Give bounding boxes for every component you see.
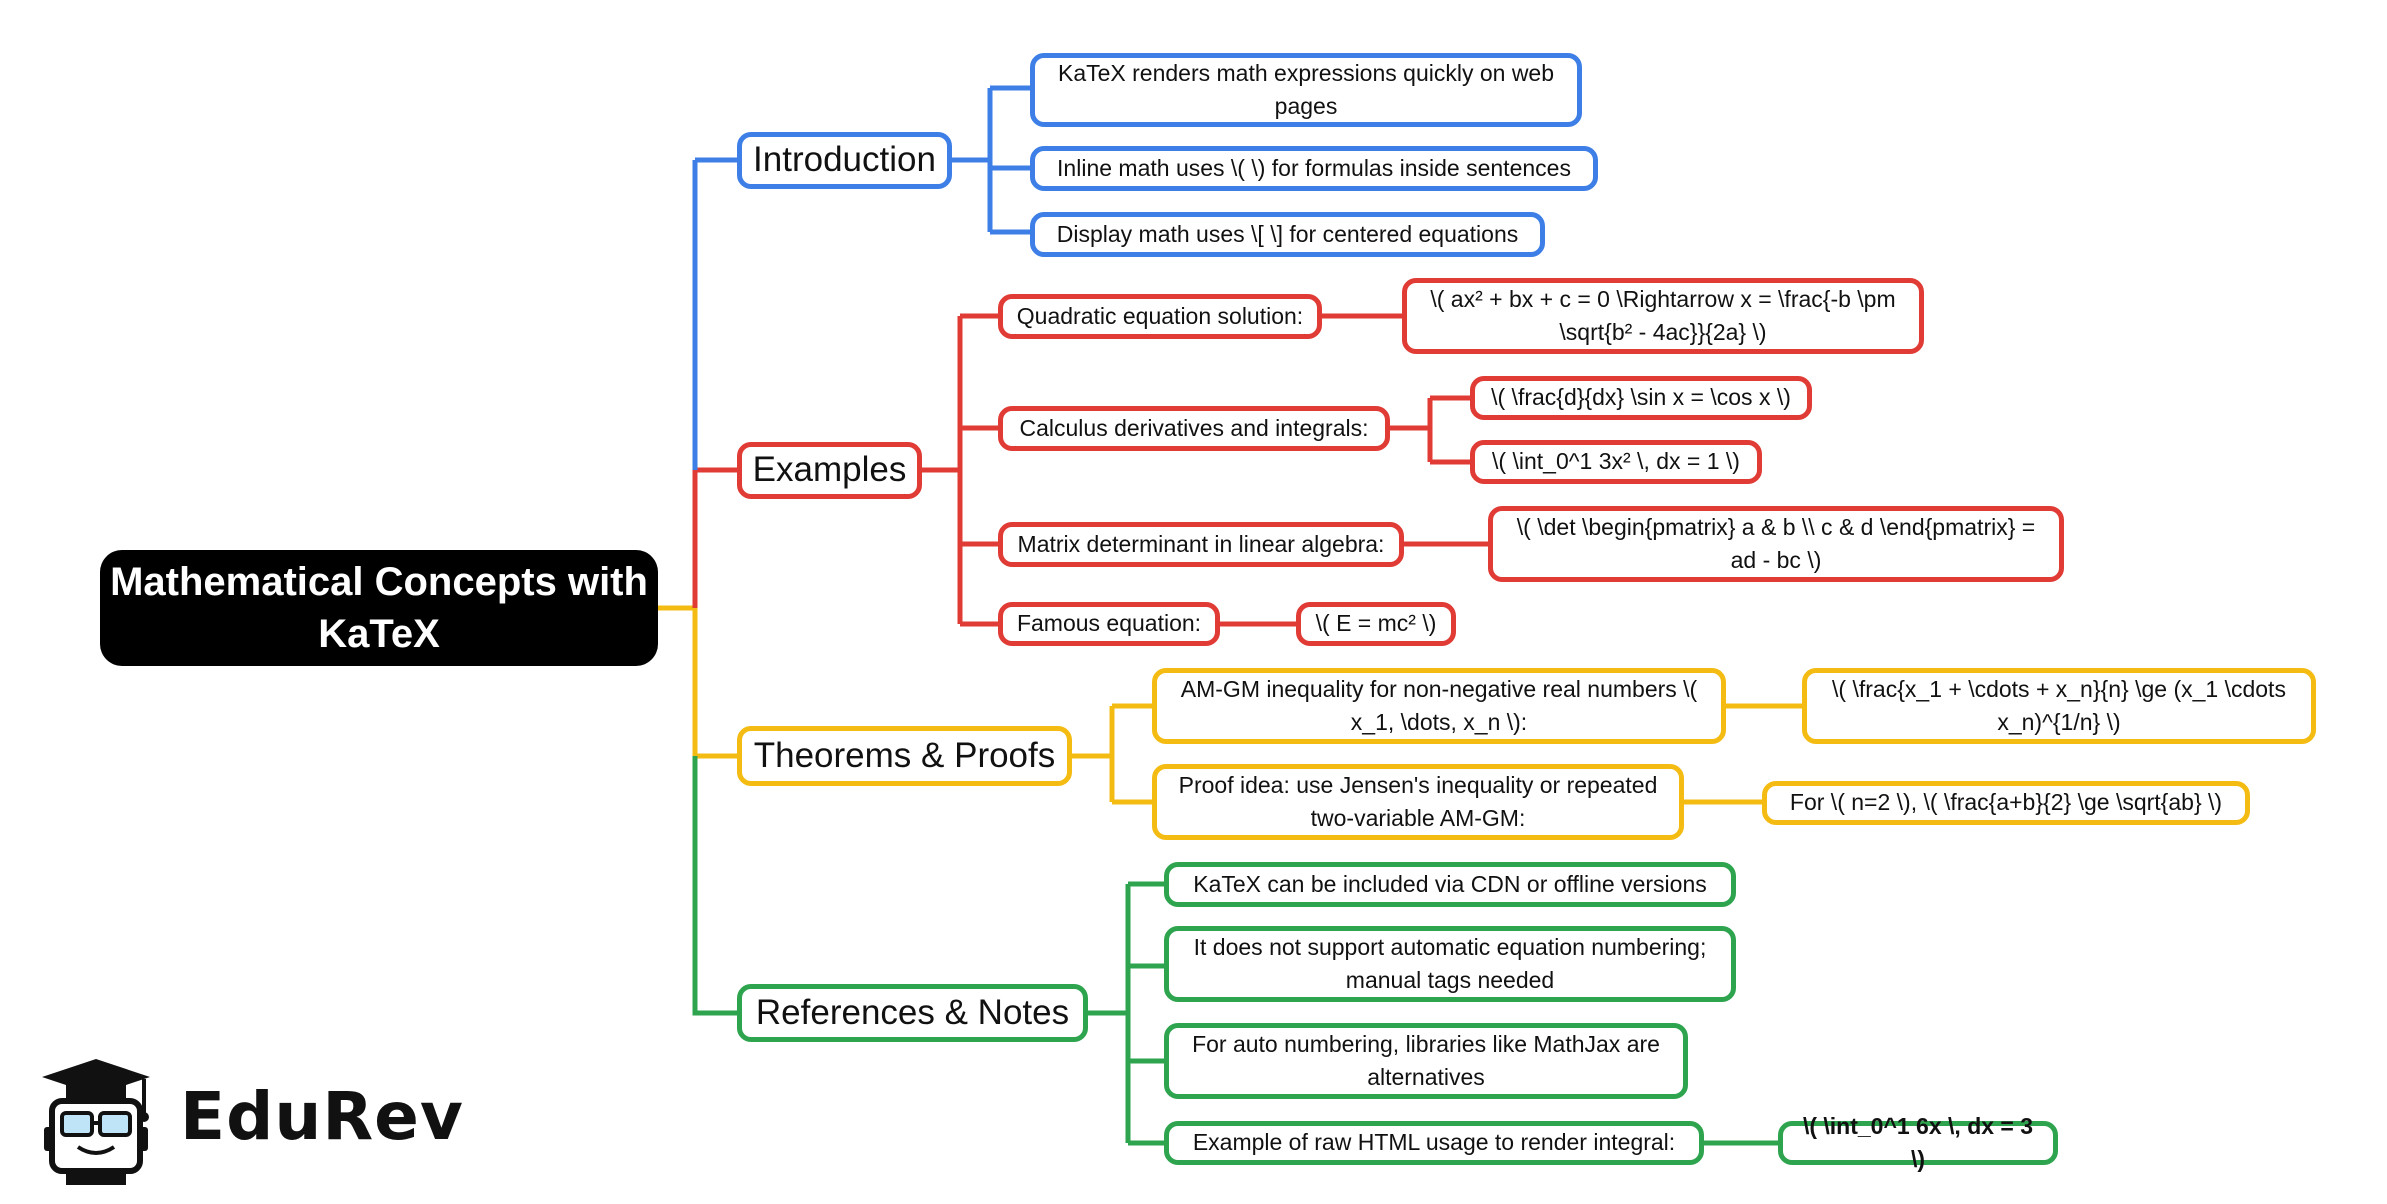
famous-formula-text: \( E = mc² \)	[1315, 610, 1437, 637]
root-node: Mathematical Concepts with KaTeX	[100, 550, 658, 666]
integral-formula: \( \int_0^1 3x² \, dx = 1 \)	[1470, 440, 1762, 484]
references-links	[1088, 881, 1164, 1146]
proof-formula-text: For \( n=2 \), \( \frac{a+b}{2} \ge \sqr…	[1789, 789, 2223, 816]
famous-formula: \( E = mc² \)	[1296, 602, 1456, 646]
branch-references: References & Notes	[737, 984, 1088, 1042]
example-matrix-text: Matrix determinant in linear algebra:	[1017, 530, 1385, 557]
branch-theorems-label: Theorems & Proofs	[753, 735, 1056, 775]
introduction-item-2-text: Inline math uses \( \) for formulas insi…	[1057, 154, 1571, 181]
branch-theorems: Theorems & Proofs	[737, 726, 1072, 786]
reference-item-1: KaTeX can be included via CDN or offline…	[1164, 862, 1736, 907]
branch-references-label: References & Notes	[755, 992, 1070, 1032]
theorem-proof-text: Proof idea: use Jensen's inequality or r…	[1178, 771, 1658, 831]
example-quadratic-text: Quadratic equation solution:	[1016, 302, 1304, 329]
proof-formula: For \( n=2 \), \( \frac{a+b}{2} \ge \sqr…	[1762, 781, 2250, 825]
integral-formula-text: \( \int_0^1 3x² \, dx = 1 \)	[1492, 448, 1740, 475]
reference-example-formula: \( \int_0^1 6x \, dx = 3 \)	[1778, 1113, 2058, 1172]
example-calculus-text: Calculus derivatives and integrals:	[1019, 414, 1369, 441]
branch-introduction-label: Introduction	[753, 140, 936, 180]
introduction-item-3-text: Display math uses \[ \] for centered equ…	[1056, 220, 1519, 247]
introduction-item-2: Inline math uses \( \) for formulas insi…	[1030, 146, 1598, 191]
reference-item-3: For auto numbering, libraries like MathJ…	[1164, 1023, 1688, 1099]
trunk-examples	[692, 160, 737, 608]
amgm-formula: \( \frac{x_1 + \cdots + x_n}{n} \ge (x_1…	[1802, 668, 2316, 744]
reference-item-1-text: KaTeX can be included via CDN or offline…	[1193, 870, 1707, 897]
branch-examples: Examples	[737, 442, 922, 499]
trunk-theorems	[692, 608, 737, 759]
reference-example: Example of raw HTML usage to render inte…	[1164, 1121, 1704, 1165]
quadratic-formula: \( ax² + bx + c = 0 \Rightarrow x = \fra…	[1402, 278, 1924, 354]
matrix-formula-text: \( \det \begin{pmatrix} a & b \\ c & d \…	[1516, 513, 2036, 573]
edurev-brand-name: EduRev	[180, 1078, 464, 1155]
reference-example-formula-text: \( \int_0^1 6x \, dx = 3 \)	[1802, 1112, 2034, 1172]
introduction-item-3: Display math uses \[ \] for centered equ…	[1030, 212, 1545, 257]
example-matrix: Matrix determinant in linear algebra:	[998, 522, 1404, 567]
calculus-links	[1390, 395, 1470, 465]
example-famous: Famous equation:	[998, 602, 1220, 646]
quadratic-formula-text: \( ax² + bx + c = 0 \Rightarrow x = \fra…	[1430, 285, 1896, 345]
introduction-item-1: KaTeX renders math expressions quickly o…	[1030, 53, 1582, 127]
derivative-formula-text: \( \frac{d}{dx} \sin x = \cos x \)	[1491, 384, 1791, 411]
introduction-item-1-text: KaTeX renders math expressions quickly o…	[1057, 59, 1555, 119]
example-famous-text: Famous equation:	[1016, 610, 1202, 637]
branch-examples-label: Examples	[752, 450, 907, 490]
trunk-references	[692, 756, 737, 1016]
root-title: Mathematical Concepts with KaTeX	[110, 560, 648, 656]
theorem-proof: Proof idea: use Jensen's inequality or r…	[1152, 764, 1684, 840]
introduction-links	[952, 85, 1030, 235]
branch-introduction: Introduction	[737, 132, 952, 189]
theorems-links	[1072, 703, 1152, 805]
derivative-formula: \( \frac{d}{dx} \sin x = \cos x \)	[1470, 376, 1812, 420]
theorem-amgm-text: AM-GM inequality for non-negative real n…	[1180, 675, 1698, 735]
example-calculus: Calculus derivatives and integrals:	[998, 406, 1390, 451]
reference-item-2: It does not support automatic equation n…	[1164, 926, 1736, 1002]
matrix-formula: \( \det \begin{pmatrix} a & b \\ c & d \…	[1488, 506, 2064, 582]
amgm-formula-text: \( \frac{x_1 + \cdots + x_n}{n} \ge (x_1…	[1832, 675, 2286, 735]
reference-item-2-text: It does not support automatic equation n…	[1193, 933, 1707, 993]
student-graduation-cap-icon	[42, 1059, 150, 1185]
edurev-logo	[42, 1059, 150, 1185]
example-quadratic: Quadratic equation solution:	[998, 294, 1322, 339]
reference-item-3-text: For auto numbering, libraries like MathJ…	[1192, 1030, 1660, 1090]
examples-links	[922, 313, 998, 627]
theorem-amgm: AM-GM inequality for non-negative real n…	[1152, 668, 1726, 744]
reference-example-text: Example of raw HTML usage to render inte…	[1192, 1129, 1676, 1156]
